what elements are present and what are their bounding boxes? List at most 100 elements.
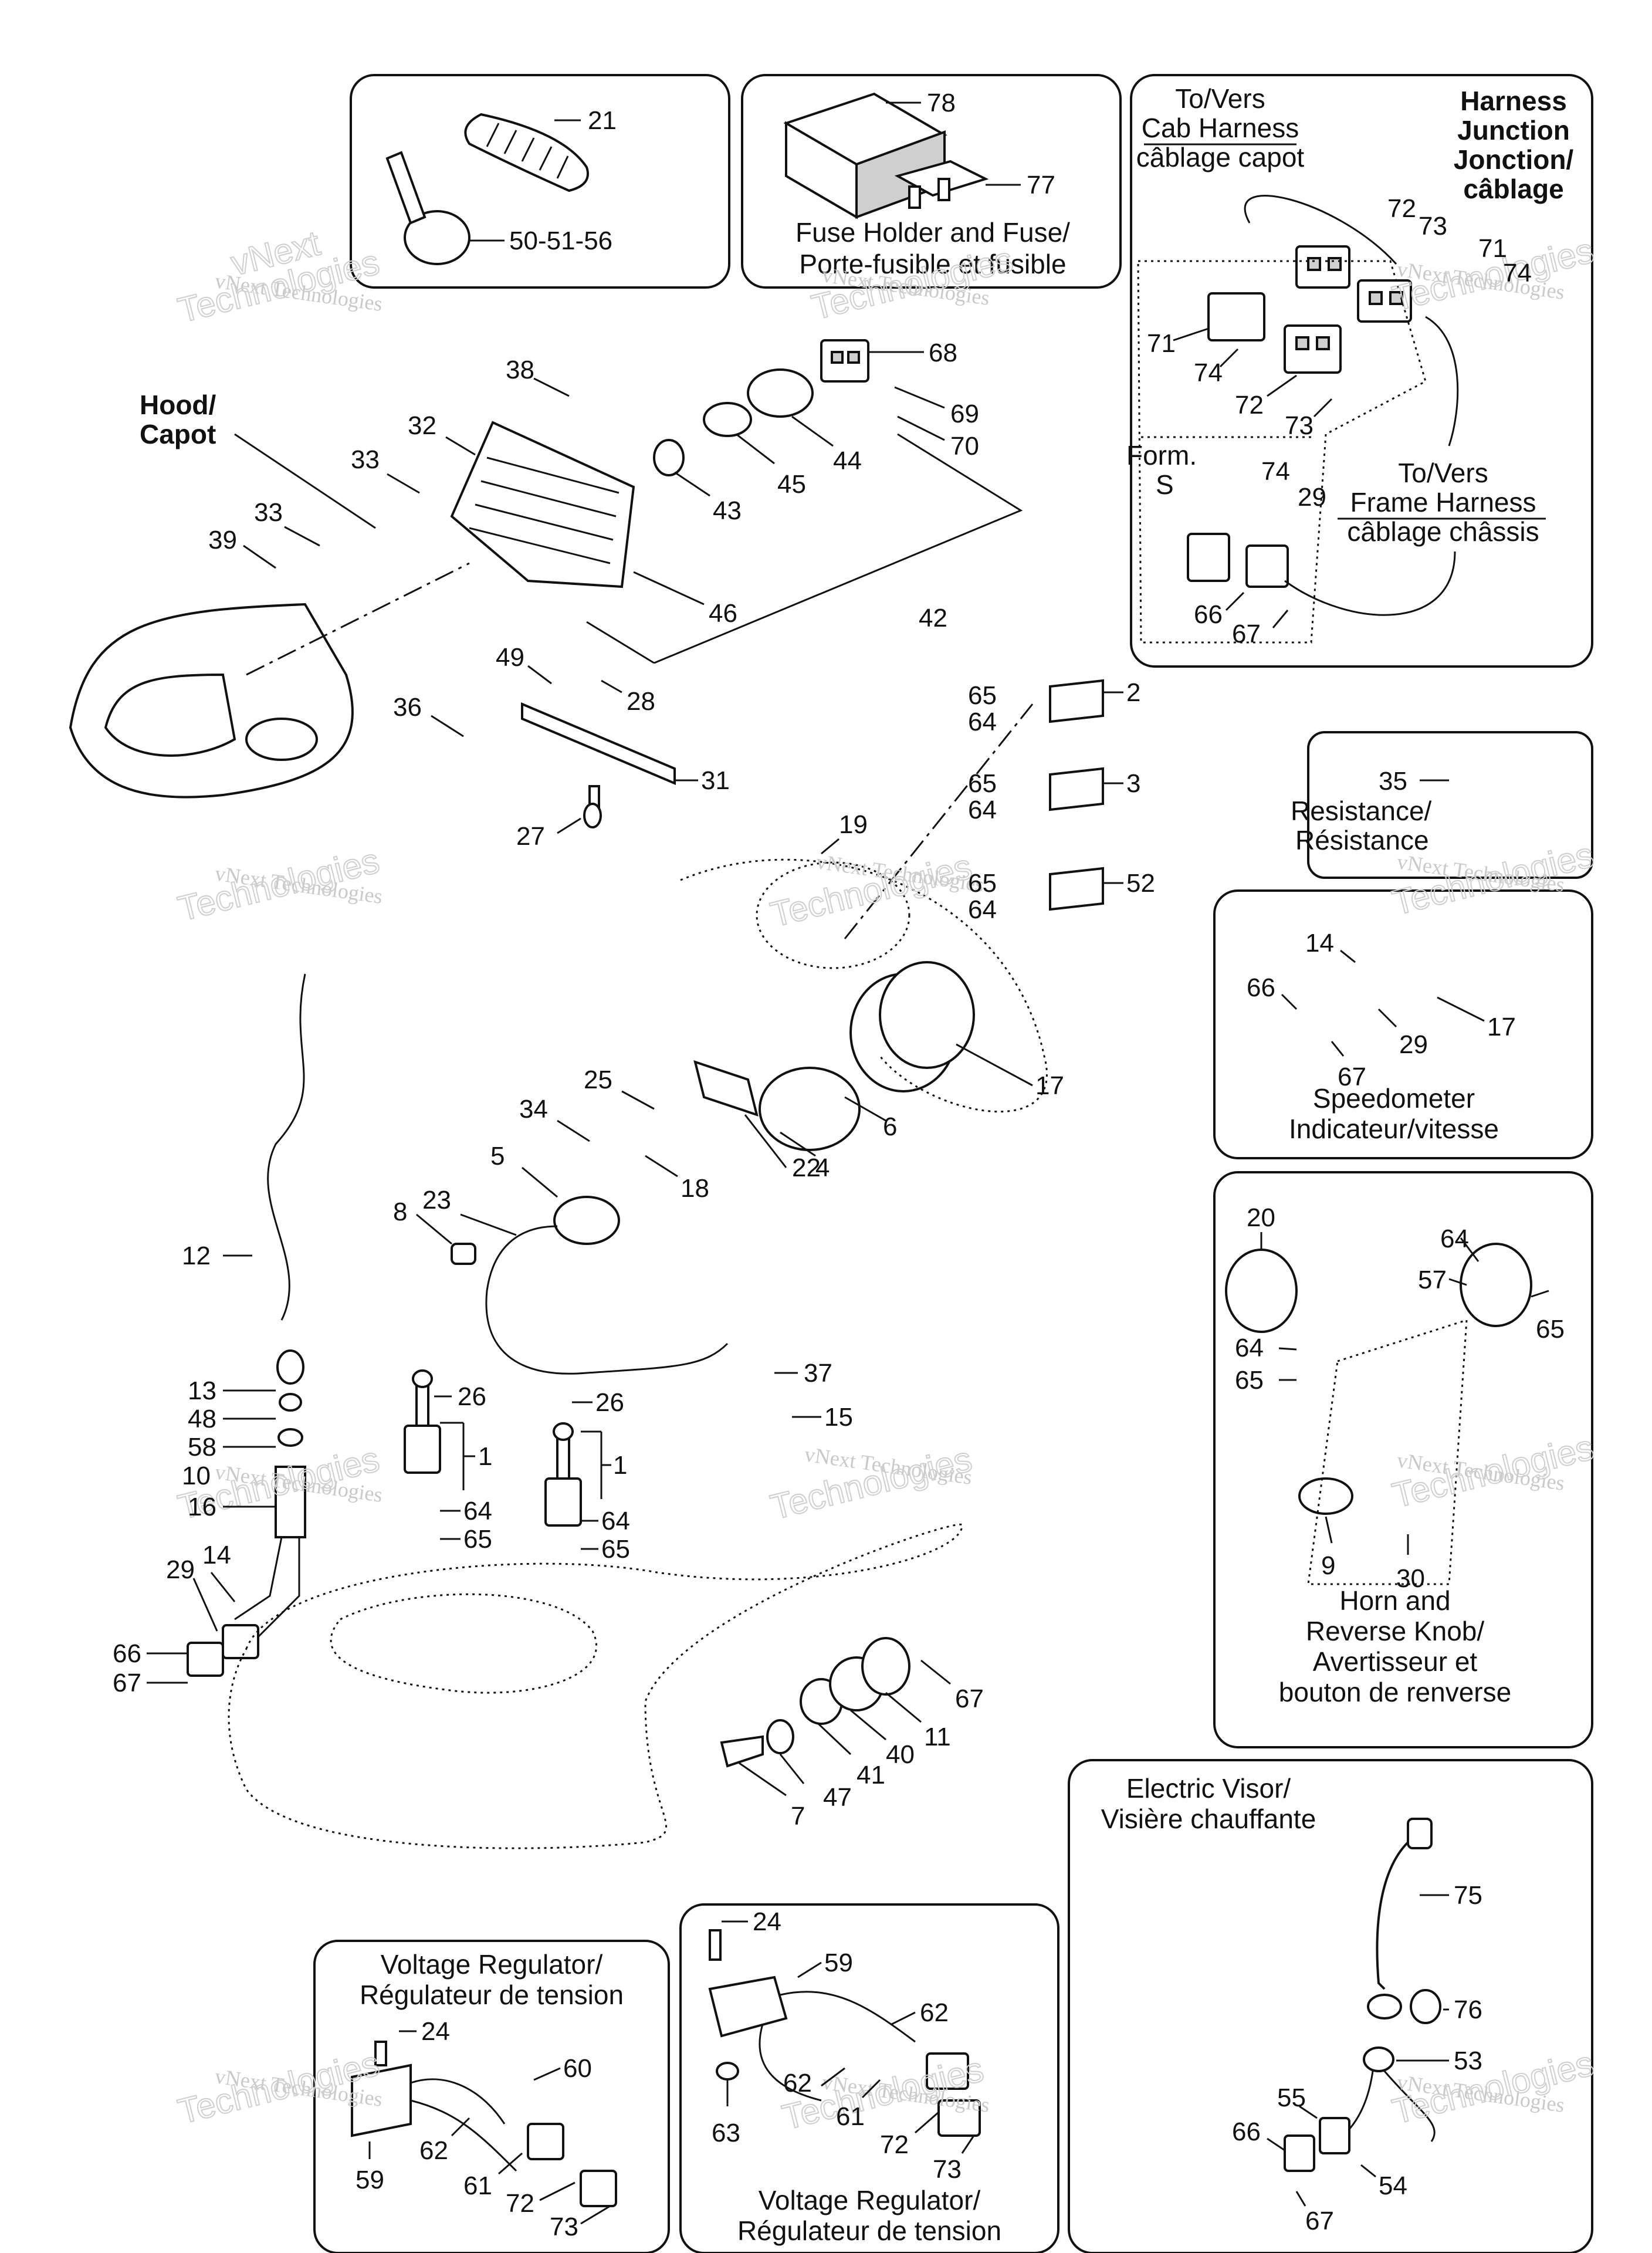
callout-74b: 74 (1194, 358, 1223, 387)
callout-35: 35 (1379, 767, 1407, 796)
svg-text:câblage: câblage (1463, 174, 1563, 204)
svg-text:To/Vers: To/Vers (1398, 458, 1488, 488)
tether-cord (234, 973, 306, 1638)
speedometer-panel-title: Speedometer Indicateur/vitesse (1289, 1083, 1499, 1144)
callout-64f: 64 (463, 1497, 492, 1525)
callout-26b: 26 (595, 1388, 624, 1417)
svg-text:bouton de renverse: bouton de renverse (1279, 1677, 1511, 1707)
toggle-switch-right (544, 1422, 582, 1527)
callout-65a: 65 (968, 681, 997, 710)
panel-speedometer-box (1213, 889, 1593, 1159)
callout-72c: 72 (506, 2189, 534, 2218)
panel-resistance-box (1307, 731, 1593, 879)
callout-6: 6 (883, 1112, 897, 1141)
svg-text:Resistance/: Resistance/ (1291, 796, 1432, 826)
console-outline-inner (330, 1593, 597, 1694)
svg-text:Frame Harness: Frame Harness (1350, 487, 1536, 517)
callout-71b: 71 (1147, 329, 1176, 358)
callout-48: 48 (188, 1405, 216, 1433)
panel-horn-box (1213, 1171, 1593, 1748)
hood-label: Hood/ Capot (140, 390, 376, 529)
callout-71a: 71 (1478, 234, 1507, 263)
svg-text:Visière chauffante: Visière chauffante (1101, 1804, 1316, 1834)
callout-61b: 61 (836, 2102, 865, 2131)
callout-43: 43 (713, 496, 742, 525)
callout-74c: 74 (1261, 457, 1290, 486)
callout-14a: 14 (1305, 929, 1334, 958)
callout-50-51-56: 50-51-56 (509, 226, 612, 255)
callout-65e: 65 (1235, 1366, 1264, 1395)
callout-22: 22 (792, 1153, 821, 1182)
callout-65d: 65 (1536, 1315, 1565, 1344)
callout-77: 77 (1027, 171, 1055, 199)
svg-text:Régulateur de tension: Régulateur de tension (360, 1980, 624, 2010)
callout-45: 45 (777, 470, 806, 499)
callout-27: 27 (516, 822, 545, 851)
headlamp-bulb-socket (653, 368, 814, 476)
callout-63: 63 (712, 2119, 740, 2147)
callout-55: 55 (1277, 2083, 1306, 2112)
callout-39: 39 (208, 526, 237, 554)
hood-console (69, 603, 354, 799)
callout-61a: 61 (463, 2171, 492, 2200)
callout-24b: 24 (753, 1907, 781, 1936)
svg-text:câblage châssis: câblage châssis (1347, 516, 1539, 547)
callout-28: 28 (627, 687, 655, 716)
callout-34: 34 (519, 1095, 548, 1124)
callout-13: 13 (188, 1376, 216, 1405)
ignition-switch (720, 1637, 910, 1768)
visor-cord (1284, 1818, 1441, 2172)
junction-dotted-frame (1137, 260, 1427, 644)
callout-64b: 64 (968, 796, 997, 824)
console-outline-upper (680, 858, 1048, 1113)
regulator-right-title: Voltage Regulator/ Régulateur de tension (737, 2185, 1001, 2246)
callout-3: 3 (1126, 769, 1140, 798)
callout-44: 44 (833, 446, 862, 475)
callout-64e-57-top: 64 (1440, 1224, 1469, 1253)
callout-59b: 59 (824, 1948, 853, 1977)
callout-65f: 65 (463, 1525, 492, 1554)
svg-text:câblage capot: câblage capot (1136, 142, 1305, 172)
svg-text:Voltage Regulator/: Voltage Regulator/ (381, 1949, 603, 1980)
form-s-label: Form. S (1126, 440, 1197, 500)
callout-17a: 17 (1487, 1013, 1516, 1041)
speed-sensor (451, 1196, 729, 1375)
svg-text:Résistance: Résistance (1295, 825, 1429, 855)
svg-text:Porte-fusible et fusible: Porte-fusible et fusible (799, 249, 1066, 279)
svg-text:Hood/: Hood/ (140, 390, 216, 420)
svg-text:To/Vers: To/Vers (1175, 83, 1265, 114)
callout-9: 9 (1321, 1551, 1335, 1580)
headlamp (450, 421, 635, 588)
to-frame-harness-label: To/Vers Frame Harness câblage châssis (1338, 458, 1546, 547)
connector-68 (820, 339, 869, 383)
tie-strap-clamp (385, 151, 470, 265)
callout-65c: 65 (968, 869, 997, 898)
callout-78: 78 (927, 89, 956, 117)
switch-dash (844, 703, 1034, 939)
svg-text:Cab Harness: Cab Harness (1142, 113, 1299, 143)
bracket-line-42 (654, 433, 1023, 664)
callout-12: 12 (182, 1241, 211, 1270)
callout-67c: 67 (113, 1669, 141, 1697)
callout-72d: 72 (880, 2130, 909, 2159)
frame-harness-arrow (1425, 316, 1459, 446)
speedometer-main (693, 861, 975, 1151)
callout-2: 2 (1126, 678, 1140, 707)
callout-64d: 64 (1235, 1334, 1264, 1362)
svg-text:Reverse Knob/: Reverse Knob/ (1306, 1616, 1484, 1646)
callout-76: 76 (1454, 1995, 1482, 2024)
callout-11: 11 (924, 1723, 951, 1751)
svg-text:Technologies: Technologies (174, 841, 383, 929)
callout-62b: 62 (920, 1998, 949, 2027)
frame-harness-arrow-2 (1284, 551, 1456, 616)
panel-regulator-left-box (313, 1940, 670, 2253)
callout-73c: 73 (550, 2213, 578, 2241)
to-cab-harness-label: To/Vers Cab Harness câblage capot (1136, 83, 1305, 172)
callout-74a: 74 (1503, 259, 1532, 287)
fuse (894, 160, 989, 209)
callout-64c: 64 (968, 895, 997, 924)
callout-14b: 14 (202, 1541, 231, 1569)
callout-75: 75 (1454, 1881, 1482, 1910)
callout-62c: 62 (783, 2069, 812, 2098)
